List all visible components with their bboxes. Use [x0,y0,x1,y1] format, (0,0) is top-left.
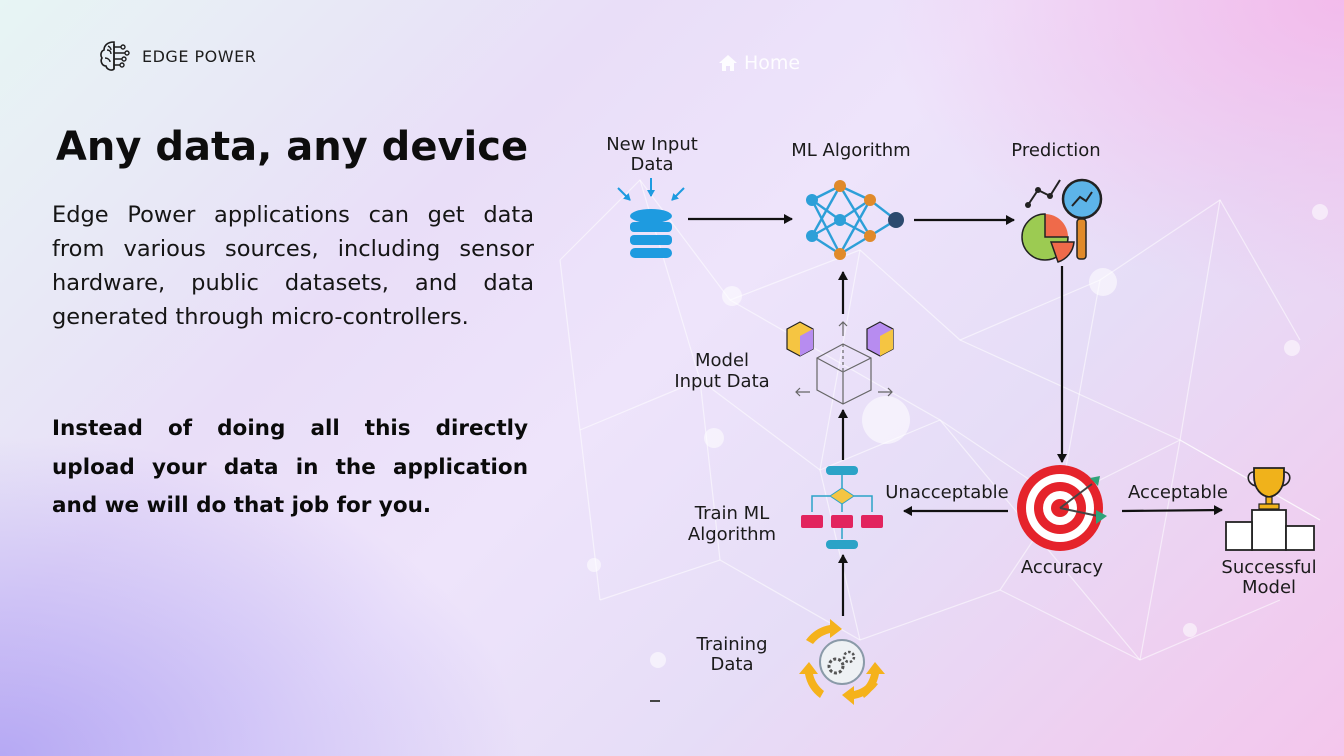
label-model-input-line1: Model [695,350,749,371]
nav-home-link[interactable]: Home [718,52,800,74]
label-train-ml-algorithm: Train ML Algorithm [688,503,776,545]
trophy-podium-icon [1225,467,1315,551]
arrow-accuracy-to-model [1121,505,1223,516]
label-training-line1: Training [695,634,767,655]
label-acceptable: Acceptable [1128,482,1228,503]
label-train-ml-line1: Train ML [694,503,769,524]
target-icon [1017,465,1107,551]
nav-home-label: Home [744,52,801,74]
flow-arrows [688,214,1223,616]
label-ml-algorithm: ML Algorithm [791,140,910,161]
label-train-ml-line2: Algorithm [688,524,776,545]
prediction-chart-icon [1021,178,1103,263]
flowchart-icon [801,466,883,549]
background-network [559,179,1321,661]
cta-text: Instead of doing all this directly uploa… [52,416,528,518]
label-new-input-line1: New Input [606,134,698,155]
label-successful-line1: Successful [1221,557,1316,578]
brand-logo[interactable]: EDGE POWER [98,38,256,74]
label-successful-model: Successful Model [1221,557,1316,598]
label-successful-line2: Model [1242,577,1296,598]
data-cube-icon [786,321,894,405]
ml-workflow-diagram: New Input Data ML Algorithm Prediction M… [559,134,1328,705]
background-dots [587,204,1328,668]
brain-circuit-icon [100,41,130,71]
home-icon [719,55,737,71]
neural-network-icon [806,180,904,260]
hero-description: Edge Power applications can get data fro… [52,202,534,330]
label-new-input-line2: Data [631,154,674,175]
label-prediction: Prediction [1011,140,1100,161]
training-gears-icon [799,619,885,705]
label-model-input-line2: Input Data [674,371,769,392]
small-dash [650,700,660,702]
label-unacceptable: Unacceptable [885,482,1009,503]
label-model-input-data: Model Input Data [674,350,769,392]
database-icon [617,178,685,258]
label-accuracy: Accuracy [1021,557,1104,578]
brand-name: EDGE POWER [142,46,257,66]
label-new-input-data: New Input Data [606,134,698,175]
label-training-line2: Data [711,654,754,675]
page-title: Any data, any device [55,124,529,170]
label-training-data: Training Data [695,634,767,675]
